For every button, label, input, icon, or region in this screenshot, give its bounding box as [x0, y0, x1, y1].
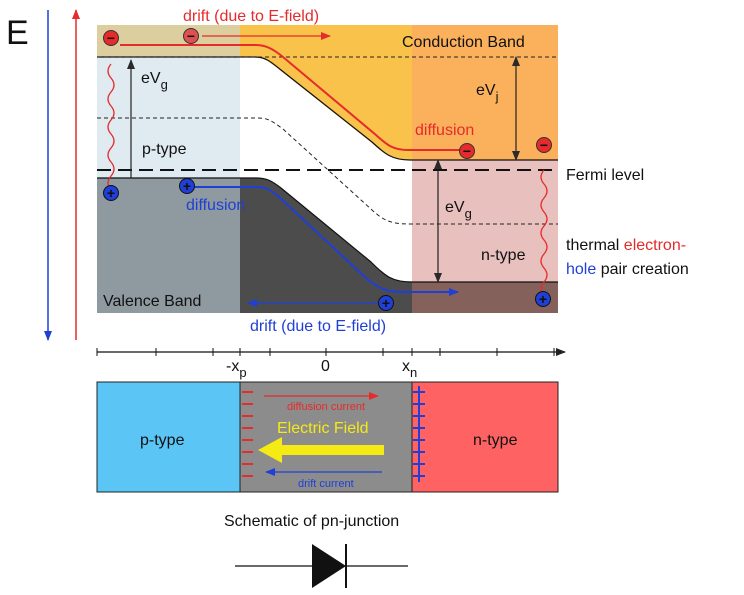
p-type-band-label: p-type [142, 141, 187, 158]
thermal-note-line2: hole pair creation [566, 261, 689, 278]
n-gap-light [412, 160, 558, 282]
tick-label-zero: 0 [321, 358, 330, 375]
svg-text:−: − [540, 137, 548, 153]
drift-top-label: drift (due to E-field) [183, 8, 319, 25]
conduction-band-edge [97, 56, 558, 161]
eVg-n-label: eVg [445, 199, 472, 221]
hole-carrier: + [535, 291, 551, 307]
p-region [97, 382, 240, 492]
diode-symbol [235, 544, 408, 588]
fermi-level-label: Fermi level [566, 167, 644, 184]
electric-field-arrow [258, 437, 384, 463]
hole-carrier: + [179, 178, 195, 194]
junction-n-label: n-type [473, 432, 518, 449]
hole-carrier: + [378, 295, 394, 311]
depletion-region [240, 382, 412, 492]
negative-charges [242, 391, 253, 477]
svg-text:−: − [187, 28, 195, 44]
svg-text:+: + [382, 295, 390, 311]
svg-text:−: − [463, 143, 471, 159]
valence-band-edge [97, 177, 558, 283]
diffusion-current-label: diffusion current [287, 401, 365, 413]
svg-text:+: + [539, 291, 547, 307]
n-region [412, 382, 558, 492]
svg-text:+: + [107, 185, 115, 201]
position-axis-ticks [96, 348, 555, 356]
svg-text:−: − [107, 30, 115, 46]
tick-label-minus-xp: -xp [226, 358, 247, 380]
band-diagram [97, 25, 558, 313]
drift-current-label: drift current [298, 478, 354, 490]
valence-band-label: Valence Band [103, 293, 201, 310]
electron-carrier: − [183, 28, 199, 44]
hole-diffusion-arrow [194, 186, 459, 296]
electron-diffusion-label: diffusion [415, 122, 474, 139]
energy-axis-label: E [6, 14, 29, 52]
electron-carrier: − [536, 137, 552, 153]
hole-carrier: + [103, 185, 119, 201]
electron-carrier: − [103, 30, 119, 46]
junction-outline [96, 381, 559, 493]
thermal-wave-p [107, 63, 115, 191]
conduction-band-edge-white [255, 57, 412, 160]
drift-bottom-label: drift (due to E-field) [250, 318, 386, 335]
eVg-p-label: eVg [141, 70, 168, 92]
schematic-caption: Schematic of pn-junction [224, 513, 399, 530]
eVj-label: eVj [476, 82, 499, 104]
electron-carrier: − [459, 143, 475, 159]
n-type-band-label: n-type [481, 247, 526, 264]
tick-label-xn: xn [402, 358, 417, 380]
electric-field-label: Electric Field [277, 420, 369, 437]
svg-text:+: + [183, 178, 191, 194]
thermal-wave-n [540, 169, 548, 297]
electron-diffusion-arrow [120, 44, 460, 151]
positive-charges [413, 386, 425, 482]
hole-diffusion-label: diffusion [186, 197, 245, 214]
conduction-band-label: Conduction Band [402, 34, 525, 51]
thermal-note-line1: thermal electron- [566, 237, 686, 254]
junction-p-label: p-type [140, 432, 185, 449]
